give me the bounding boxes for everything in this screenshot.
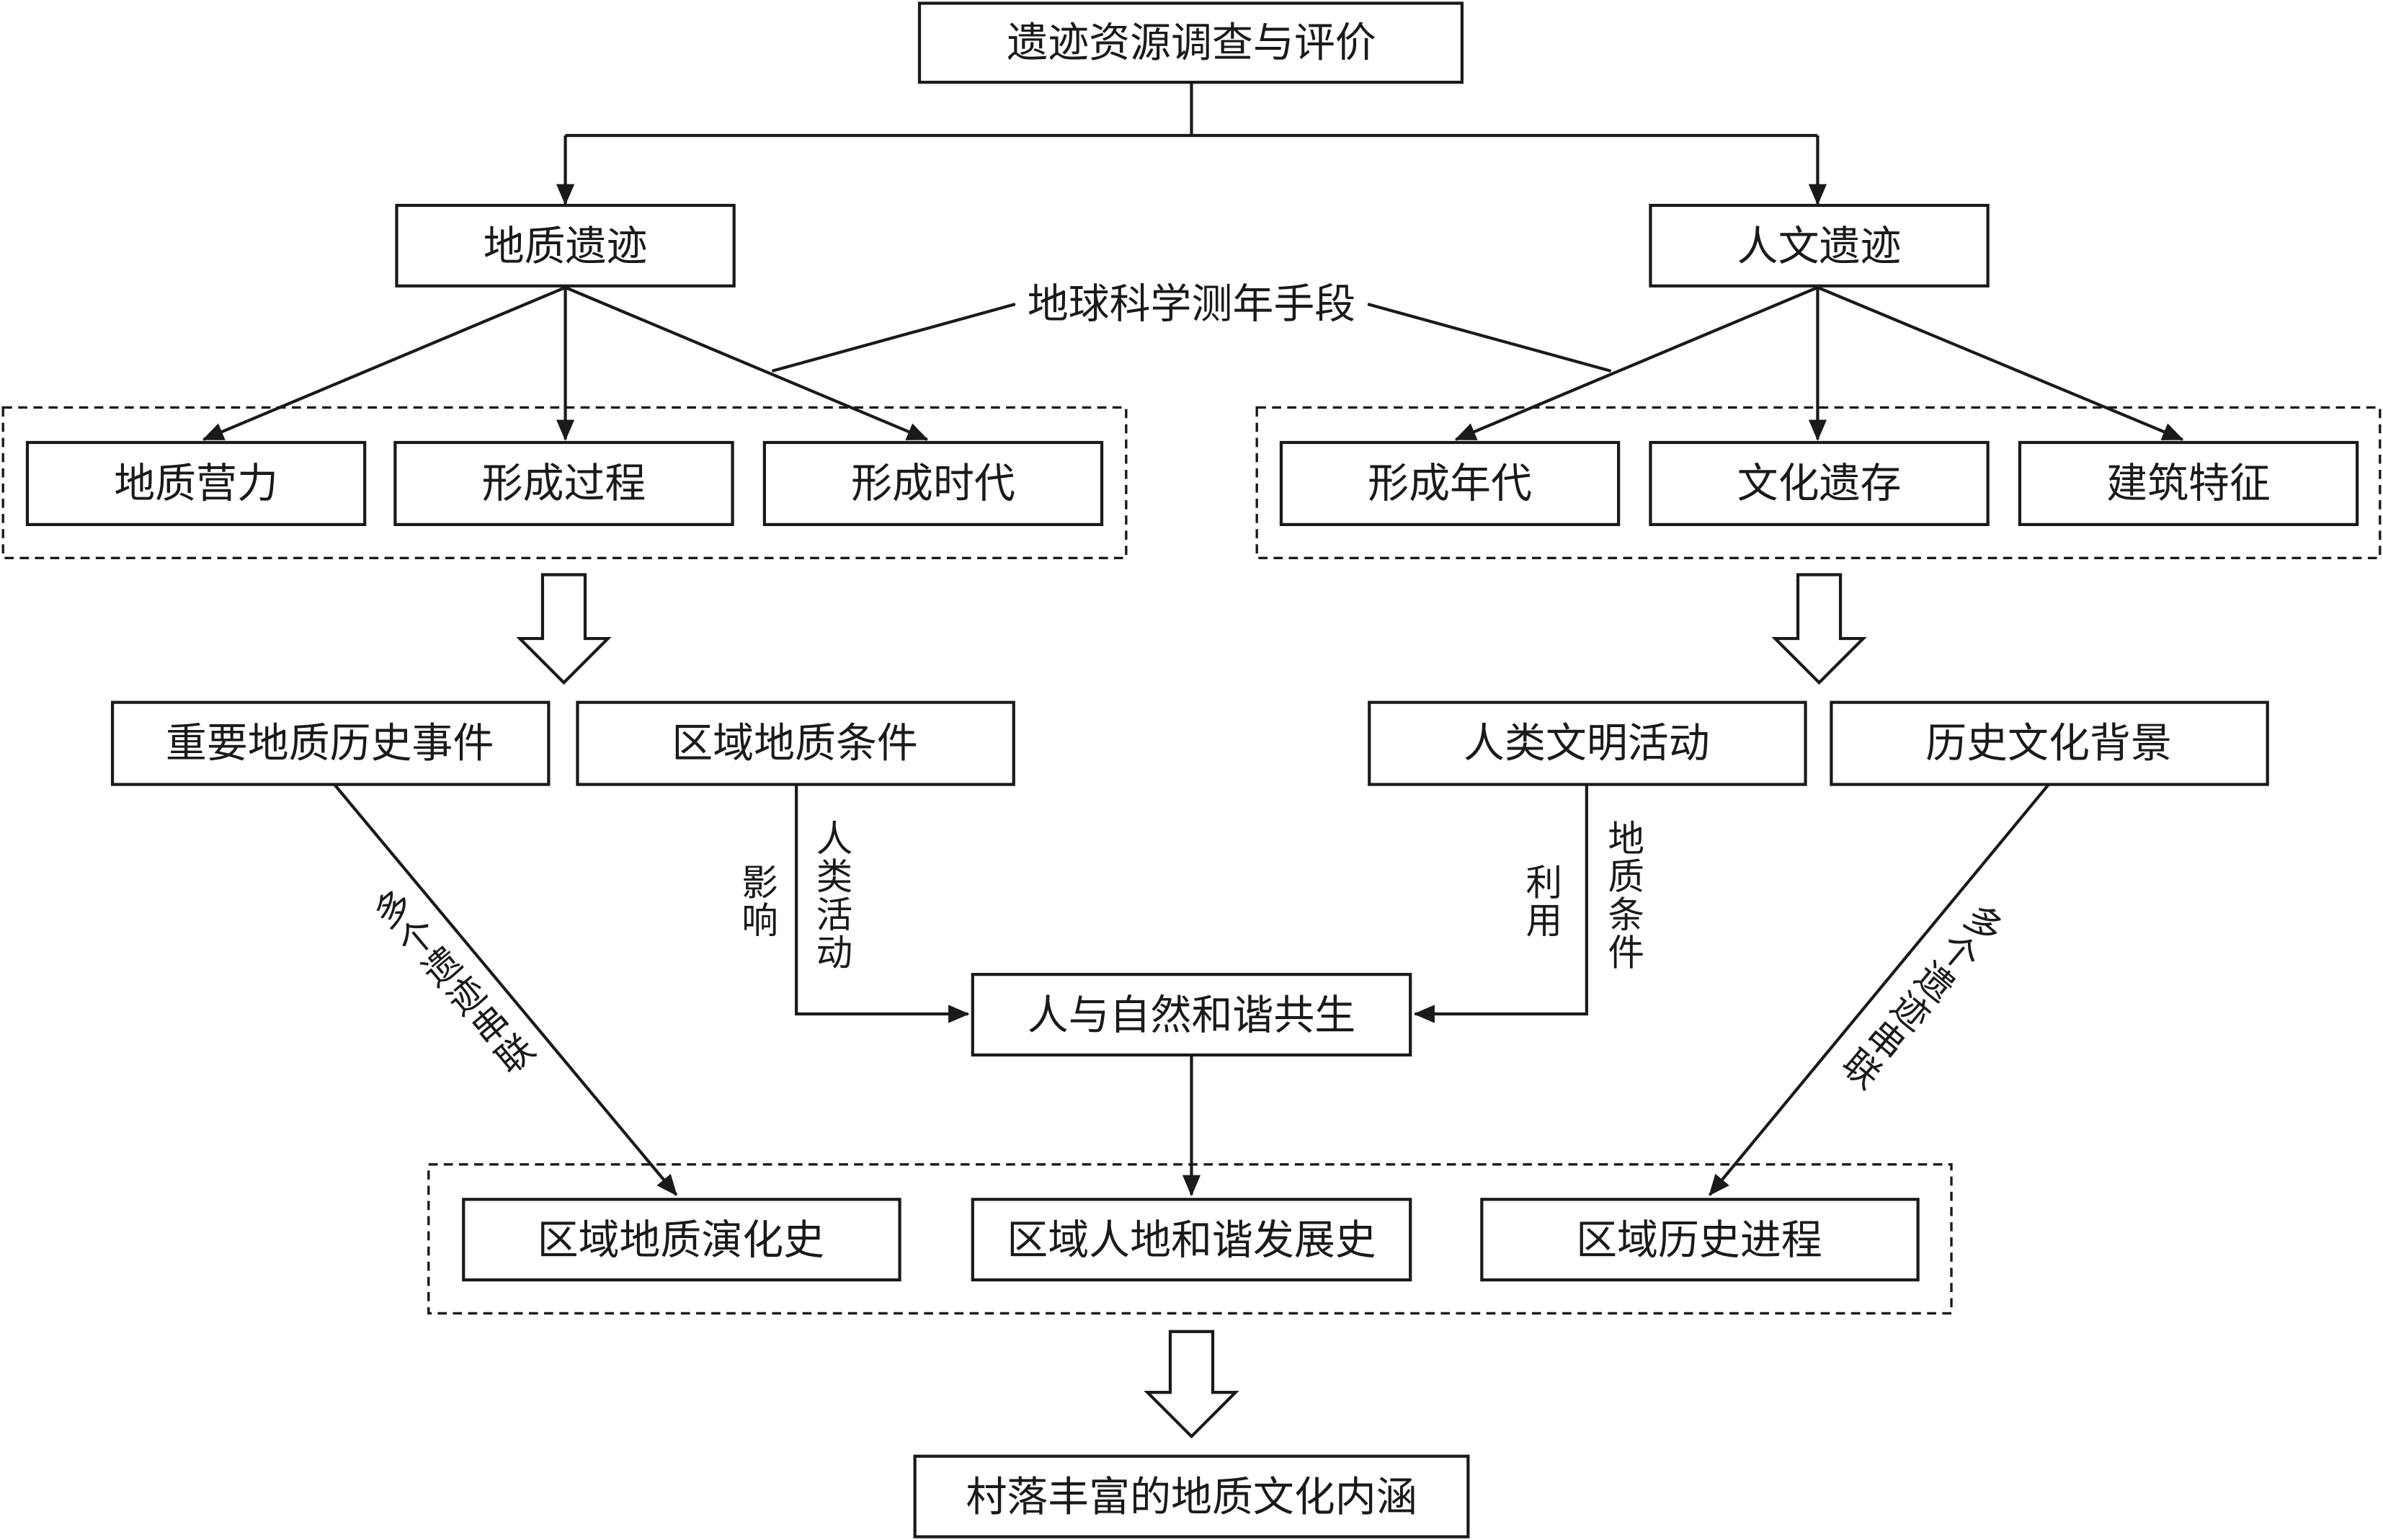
block-arrow-left-1 <box>516 573 612 685</box>
node-geo-evolution: 区域地质演化史 <box>462 1198 901 1282</box>
node-regional-conditions-label: 区域地质条件 <box>672 720 918 767</box>
dating-method-pointer-left <box>771 303 1016 373</box>
arrow-to-geo-force <box>202 285 566 441</box>
annotation-char: 响 <box>741 899 778 942</box>
annotation-char: 动 <box>816 932 853 974</box>
node-cultural-background: 历史文化背景 <box>1830 700 2269 786</box>
node-major-events-label: 重要地质历史事件 <box>166 720 494 767</box>
node-major-events: 重要地质历史事件 <box>110 700 551 786</box>
node-regional-conditions: 区域地质条件 <box>576 700 1015 786</box>
node-survey: 遗迹资源调查与评价 <box>917 1 1464 84</box>
node-human-heritage: 人文遗迹 <box>1649 203 1990 288</box>
node-survey-label: 遗迹资源调查与评价 <box>1007 19 1376 66</box>
node-formation-era-human: 形成年代 <box>1279 440 1621 526</box>
node-harmony-history-label: 区域人地和谐发展史 <box>1007 1216 1376 1264</box>
arrow-to-formation-era-geo <box>564 285 929 441</box>
dating-method-pointer-right <box>1367 303 1612 373</box>
annotation-char: 用 <box>1525 899 1562 942</box>
node-harmony-label: 人与自然和谐共生 <box>1028 992 1356 1039</box>
annotation-char: 件 <box>1608 932 1644 974</box>
node-connotation: 村落丰富的地质文化内涵 <box>913 1454 1470 1539</box>
node-geo-evolution-label: 区域地质演化史 <box>538 1216 825 1264</box>
node-human-heritage-label: 人文遗迹 <box>1737 223 1902 270</box>
dating-method-label: 地球科学测年手段 <box>1028 280 1356 328</box>
node-historical-process: 区域历史进程 <box>1480 1198 1920 1282</box>
node-architecture-label: 建筑特征 <box>2106 460 2271 507</box>
node-geo-force: 地质营力 <box>25 440 367 526</box>
node-cultural-background-label: 历史文化背景 <box>1925 720 2172 767</box>
annotation-char: 利 <box>1525 861 1562 904</box>
node-cultural-remains-label: 文化遗存 <box>1737 460 1902 507</box>
annotation-char: 影 <box>741 861 778 904</box>
annotation-char: 类 <box>816 855 853 898</box>
annotation-char: 质 <box>1608 855 1644 898</box>
node-harmony: 人与自然和谐共生 <box>971 973 1412 1057</box>
node-harmony-history: 区域人地和谐发展史 <box>971 1198 1412 1282</box>
node-connotation-label: 村落丰富的地质文化内涵 <box>966 1474 1417 1521</box>
node-architecture: 建筑特征 <box>2018 440 2359 526</box>
node-historical-process-label: 区域历史进程 <box>1576 1216 1822 1264</box>
arrow-civilization-to-harmony <box>1413 784 1588 1023</box>
utilize-label: 利 用 <box>1525 861 1562 942</box>
node-civilization-activity: 人类文明活动 <box>1368 700 1807 786</box>
node-formation-era-geo: 形成时代 <box>762 440 1104 526</box>
series-label-left: 多 个 遗 迹 串 联 <box>365 881 543 1082</box>
annotation-char: 条 <box>1608 894 1644 936</box>
annotation-char: 活 <box>816 894 853 936</box>
arrow-events-to-evolution <box>333 783 678 1196</box>
node-formation-process: 形成过程 <box>393 440 734 526</box>
node-geo-force-label: 地质营力 <box>114 460 278 507</box>
annotation-char: 地 <box>1608 817 1644 860</box>
node-cultural-remains: 文化遗存 <box>1649 440 1990 526</box>
influence-label: 影 响 <box>741 861 778 942</box>
human-activity-label: 人 类 活 动 <box>816 817 853 974</box>
arrow-background-to-process <box>1709 783 2050 1196</box>
node-geo-heritage-label: 地质遗迹 <box>484 223 648 270</box>
node-formation-process-label: 形成过程 <box>482 460 646 507</box>
block-arrow-right-1 <box>1771 573 1867 685</box>
node-geo-heritage: 地质遗迹 <box>395 203 736 288</box>
node-civilization-activity-label: 人类文明活动 <box>1464 720 1710 767</box>
node-formation-era-human-label: 形成年代 <box>1368 460 1532 507</box>
node-formation-era-geo-label: 形成时代 <box>851 460 1015 507</box>
arrow-to-formation-era-human <box>1454 285 1819 441</box>
arrow-to-architecture <box>1817 285 2184 441</box>
geo-conditions-label: 地 质 条 件 <box>1608 817 1644 974</box>
arrow-conditions-to-harmony <box>795 784 970 1023</box>
block-arrow-bottom <box>1144 1330 1239 1439</box>
annotation-char: 人 <box>816 817 853 860</box>
series-label-right: 多 个 遗 迹 串 联 <box>1834 896 2011 1098</box>
